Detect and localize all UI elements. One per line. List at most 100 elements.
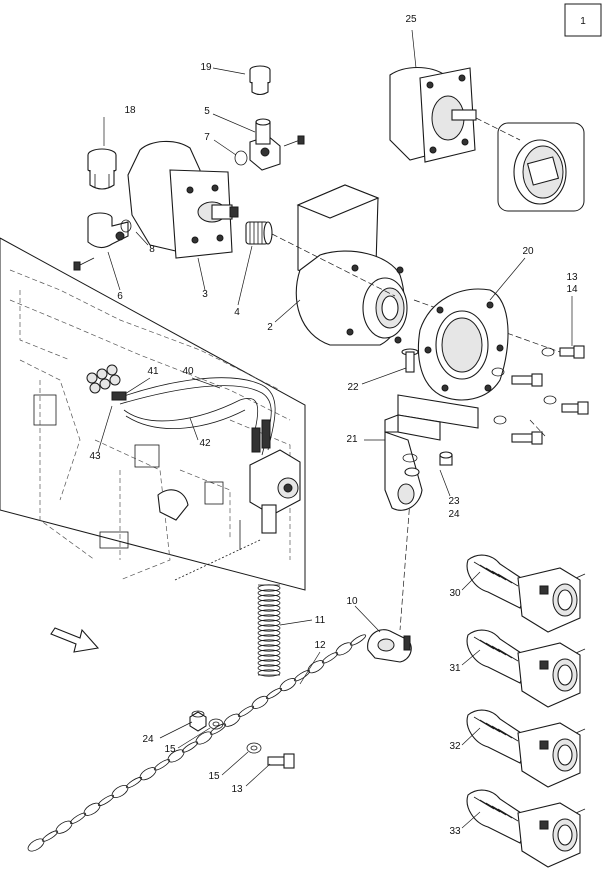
spring-coil xyxy=(257,664,281,672)
leader-lines xyxy=(97,29,573,829)
callout-31: 31 xyxy=(449,663,461,674)
callout-13-top: 13 xyxy=(566,272,578,283)
shaft-spline xyxy=(491,805,513,819)
part-4-splined-coupling xyxy=(245,221,273,245)
shaft-spline xyxy=(491,570,513,584)
callout-20: 20 xyxy=(522,246,534,257)
shaft-detail-inset xyxy=(497,122,585,212)
shaft-bore-inner xyxy=(557,824,573,846)
spring-coil xyxy=(257,634,281,642)
chain-link xyxy=(167,749,185,763)
shaft-bore-inner xyxy=(557,664,573,686)
spring-coil xyxy=(257,594,281,602)
callout-40: 40 xyxy=(182,366,194,377)
callout-43: 43 xyxy=(89,451,101,462)
chain-link xyxy=(265,687,283,700)
pto-shaft xyxy=(466,629,586,708)
part-10-shackle xyxy=(367,629,412,663)
spring-coil xyxy=(257,654,281,662)
parts-23-24-nut-washer xyxy=(402,451,453,477)
chain-link xyxy=(237,705,255,717)
callout-32: 32 xyxy=(449,741,461,752)
callout-22: 22 xyxy=(347,382,359,393)
part-3-hydraulic-pump xyxy=(127,140,239,259)
callout-15-upper: 15 xyxy=(164,744,176,755)
hose-fitting xyxy=(261,419,271,449)
chain-link xyxy=(41,830,59,842)
callout-24-upper: 24 xyxy=(448,509,460,520)
shaft-spline xyxy=(479,799,501,813)
callout-33: 33 xyxy=(449,826,461,837)
shaft-spline xyxy=(485,802,507,816)
spring-coil xyxy=(257,669,281,677)
callout-19: 19 xyxy=(200,62,212,73)
chain-link xyxy=(335,642,353,656)
valve-assembly xyxy=(157,449,301,581)
forward-direction-arrow-icon xyxy=(50,627,100,653)
spring-coil xyxy=(257,639,281,647)
shaft-set-screw xyxy=(539,820,549,830)
shaft-pin xyxy=(575,728,586,734)
spring-coil xyxy=(257,644,281,652)
bottom-hardware xyxy=(189,710,295,769)
chain-link xyxy=(279,678,297,692)
callout-23: 23 xyxy=(448,496,460,507)
chain-link xyxy=(195,731,213,745)
part-21-bracket xyxy=(384,394,479,511)
alignment-axes xyxy=(271,117,561,631)
spring-coil xyxy=(257,609,281,617)
chain-link xyxy=(111,784,129,799)
shaft-spline xyxy=(479,639,501,653)
callout-41: 41 xyxy=(147,366,159,377)
shaft-set-screw xyxy=(539,660,549,670)
callout-3: 3 xyxy=(202,289,208,300)
callout-8: 8 xyxy=(149,244,155,255)
spring-coil xyxy=(257,649,281,657)
shaft-spline xyxy=(473,636,495,650)
shaft-spline xyxy=(491,725,513,739)
part-12-chain xyxy=(27,634,367,852)
callout-6: 6 xyxy=(117,291,123,302)
hose-fitting xyxy=(251,427,261,453)
callout-2: 2 xyxy=(267,322,273,333)
chain-link xyxy=(181,741,199,753)
callout-10: 10 xyxy=(346,596,358,607)
shaft-spline xyxy=(497,808,519,822)
shaft-set-screw xyxy=(539,585,549,595)
shaft-pin xyxy=(575,573,586,579)
part-8-o-ring xyxy=(120,219,132,233)
chain-link xyxy=(293,670,311,682)
chain-link xyxy=(153,759,171,771)
shaft-spline xyxy=(473,796,495,810)
chain-link xyxy=(97,794,115,807)
part-11-spring xyxy=(257,584,281,677)
parts-13-14-bolts-washers xyxy=(491,345,589,445)
shaft-spline xyxy=(485,567,507,581)
shaft-spline xyxy=(473,716,495,730)
chain-link xyxy=(251,695,269,709)
spring-coil xyxy=(257,604,281,612)
chain-link xyxy=(125,776,143,789)
shaft-spline xyxy=(497,573,519,587)
chain-link xyxy=(349,634,367,646)
shaft-bore-inner xyxy=(557,589,573,611)
part-6-elbow-fitting xyxy=(73,212,129,271)
spring-coil xyxy=(257,589,281,597)
part-5-banjo-fitting xyxy=(249,118,305,171)
callout-14: 14 xyxy=(566,284,578,295)
callout-11: 11 xyxy=(315,615,326,626)
chain-link xyxy=(321,652,339,664)
shaft-spline xyxy=(479,719,501,733)
callout-5: 5 xyxy=(204,106,210,117)
shaft-spline xyxy=(497,728,519,742)
spring-coil xyxy=(257,599,281,607)
chain-link xyxy=(223,713,241,727)
spring-coil xyxy=(257,629,281,637)
part-18-fitting xyxy=(87,148,117,190)
callout-7: 7 xyxy=(204,132,210,143)
callout-42: 42 xyxy=(199,438,211,449)
part-7-o-ring xyxy=(234,150,248,166)
spring-coil xyxy=(257,659,281,667)
pto-shaft xyxy=(466,709,586,788)
